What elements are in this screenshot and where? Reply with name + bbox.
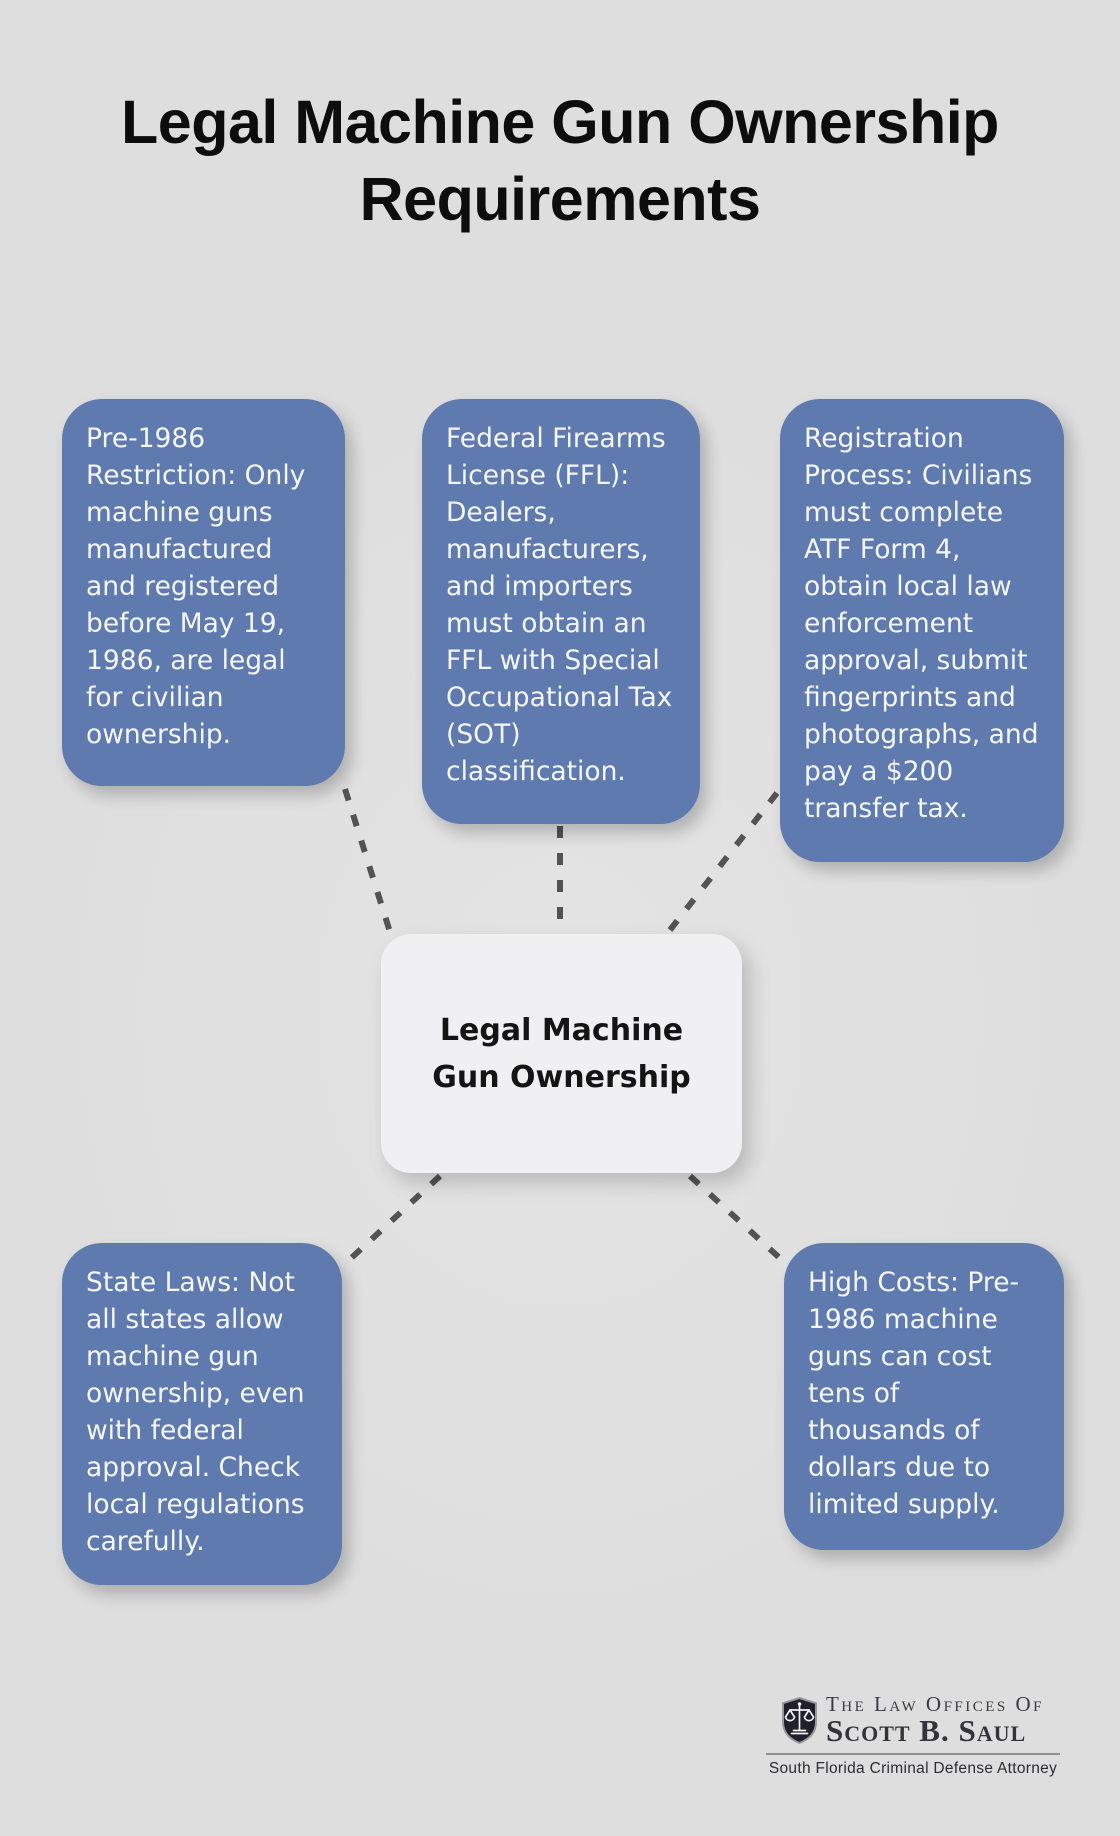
- logo-divider: [766, 1752, 1060, 1755]
- scales-of-justice-shield-icon: [781, 1696, 817, 1744]
- node-text: Federal Firearms License (FFL): Dealers,…: [446, 423, 673, 787]
- logo-tagline: South Florida Criminal Defense Attorney: [768, 1759, 1058, 1777]
- node-text: High Costs: Pre-1986 machine guns can co…: [808, 1267, 1020, 1520]
- law-firm-logo: The Law Offices Of Scott B. Saul South F…: [766, 1694, 1060, 1778]
- node-pre-1986-restriction: Pre-1986 Restriction: Only machine guns …: [62, 399, 345, 786]
- logo-row: The Law Offices Of Scott B. Saul: [766, 1694, 1060, 1747]
- node-registration-process: Registration Process: Civilians must com…: [780, 399, 1064, 862]
- connector-bottom-left: [344, 1173, 443, 1265]
- logo-text: The Law Offices Of Scott B. Saul: [826, 1694, 1044, 1747]
- page-title: Legal Machine Gun Ownership Requirements: [121, 88, 999, 233]
- node-text: Registration Process: Civilians must com…: [804, 423, 1039, 824]
- center-node-label: Legal Machine Gun Ownership: [432, 1012, 691, 1095]
- node-text: Pre-1986 Restriction: Only machine guns …: [86, 423, 306, 750]
- node-high-costs: High Costs: Pre-1986 machine guns can co…: [784, 1243, 1064, 1550]
- logo-firm-prefix: The Law Offices Of: [825, 1692, 1045, 1716]
- logo-firm-name: Scott B. Saul: [825, 1713, 1027, 1748]
- center-node: Legal Machine Gun Ownership: [381, 934, 742, 1173]
- node-federal-firearms-license: Federal Firearms License (FFL): Dealers,…: [422, 399, 700, 824]
- connector-bottom-right: [687, 1173, 786, 1264]
- node-text: State Laws: Not all states allow machine…: [86, 1267, 305, 1557]
- node-state-laws: State Laws: Not all states allow machine…: [62, 1243, 342, 1585]
- connector-top-left: [342, 788, 393, 933]
